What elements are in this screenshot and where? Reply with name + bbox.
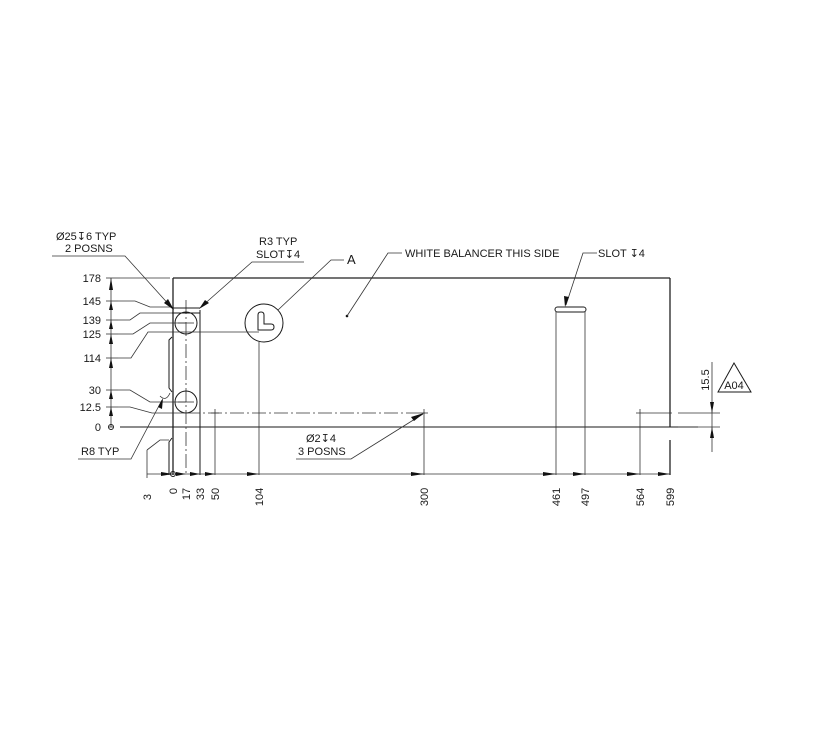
dim-v-145: 145 bbox=[83, 296, 101, 308]
dim-v-12-5: 12.5 bbox=[80, 402, 101, 414]
dim-h-0: 0 bbox=[168, 488, 180, 494]
small-hole-line2: 3 POSNS bbox=[298, 446, 346, 458]
dim-h-461: 461 bbox=[551, 488, 563, 506]
dim-v-114: 114 bbox=[83, 353, 101, 365]
hole-callout-line2: 2 POSNS bbox=[65, 243, 113, 255]
left-strip bbox=[168, 300, 201, 475]
dim-h-564: 564 bbox=[635, 488, 647, 506]
radius-note: R8 TYP bbox=[81, 446, 119, 458]
part-outline bbox=[120, 277, 720, 475]
revision-triangle: A04 bbox=[717, 361, 752, 393]
slot-left bbox=[172, 307, 200, 314]
slot-right bbox=[554, 306, 587, 475]
hole-callout-line1: Ø25↧6 TYP bbox=[56, 231, 116, 243]
offset-dimension: 15.5 bbox=[700, 362, 714, 452]
dim-h-50: 50 bbox=[210, 488, 222, 500]
dim-h-3: 3 bbox=[142, 494, 154, 500]
callout-hole-dia: Ø25↧6 TYP 2 POSNS bbox=[52, 231, 174, 310]
callout-slot-left: R3 TYP SLOT↧4 bbox=[199, 236, 304, 309]
dim-h-497: 497 bbox=[580, 488, 592, 506]
offset-dim-label: 15.5 bbox=[700, 369, 712, 390]
small-hole-line1: Ø2↧4 bbox=[306, 433, 336, 445]
callout-white-balancer: WHITE BALANCER THIS SIDE bbox=[346, 248, 559, 317]
dim-h-104: 104 bbox=[254, 488, 266, 506]
callout-small-holes: Ø2↧4 3 POSNS bbox=[296, 413, 424, 460]
white-balancer-note: WHITE BALANCER THIS SIDE bbox=[405, 248, 559, 260]
callout-detail-a: A bbox=[277, 252, 356, 311]
detail-a-circle bbox=[244, 303, 284, 475]
slot-left-line2: SLOT↧4 bbox=[256, 249, 300, 261]
detail-label: A bbox=[347, 252, 356, 267]
dim-v-125: 125 bbox=[83, 329, 101, 341]
revision-tag: A04 bbox=[724, 380, 744, 392]
small-holes bbox=[186, 314, 672, 475]
dim-v-30: 30 bbox=[89, 385, 101, 397]
horizontal-dimension-chain: 3 0 17 33 50 104 300 461 497 564 599 bbox=[142, 439, 677, 506]
slot-left-line1: R3 TYP bbox=[259, 236, 297, 248]
dim-h-33: 33 bbox=[195, 488, 207, 500]
callout-radius: R8 TYP bbox=[78, 392, 171, 460]
dim-h-300: 300 bbox=[419, 488, 431, 506]
dim-h-599: 599 bbox=[665, 488, 677, 506]
dim-h-17: 17 bbox=[181, 488, 193, 500]
slot-right-note: SLOT ↧4 bbox=[598, 248, 645, 260]
dim-v-0: 0 bbox=[95, 422, 101, 434]
callout-slot-right: SLOT ↧4 bbox=[564, 248, 645, 307]
dim-v-139: 139 bbox=[83, 315, 101, 327]
dim-v-178: 178 bbox=[83, 273, 101, 285]
